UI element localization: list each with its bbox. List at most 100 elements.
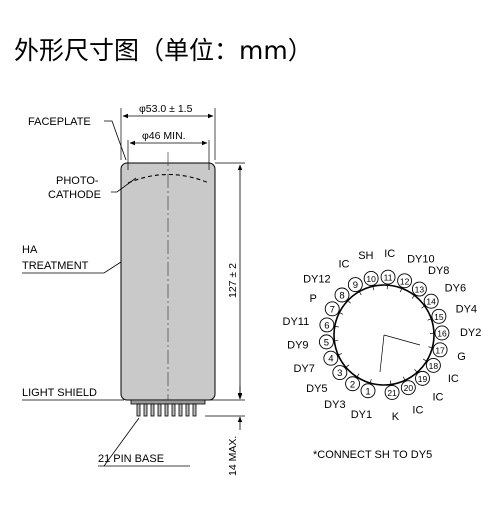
pin-number: 19 [418, 374, 428, 384]
pin-circle [411, 281, 427, 297]
pin-number: 15 [434, 312, 444, 322]
note-text: *CONNECT SH TO DY5 [313, 449, 432, 461]
pin-number: 10 [366, 274, 376, 284]
pin-label: DY1 [351, 409, 372, 421]
pin-lead [390, 380, 392, 386]
dim-diameter-label: φ53.0 ± 1.5 [139, 103, 193, 115]
pin-label: DY7 [293, 363, 314, 375]
base-pins [130, 399, 206, 417]
pin-label: DY9 [287, 340, 308, 352]
photocathode-arc [127, 173, 210, 184]
pin-number: 16 [437, 328, 447, 338]
pin-label: DY4 [456, 304, 477, 316]
pin-circle [332, 365, 348, 381]
ha-label-1: HA [22, 244, 38, 256]
pin-number: 9 [353, 280, 358, 291]
pin-number: 6 [324, 320, 329, 331]
pin-circle [347, 277, 363, 293]
pin-label: DY6 [445, 282, 466, 294]
pin-lead [427, 318, 433, 321]
pin-circle [380, 269, 396, 285]
pin-circle [323, 350, 339, 366]
pin-lead [372, 285, 375, 291]
pin-lead [338, 311, 344, 315]
pin-label: IC [384, 248, 395, 260]
pin-circle [397, 273, 413, 289]
pin-lead [402, 376, 406, 382]
pin-circle [400, 380, 416, 396]
pin-circle [324, 301, 340, 317]
pin-base-label: 21 PIN BASE [98, 453, 164, 465]
pin-lead [400, 287, 403, 293]
pin-lead [344, 364, 350, 369]
pin-label: K [392, 411, 400, 423]
pin-lead [337, 353, 342, 356]
photocathode-label-2: CATHODE [48, 189, 101, 201]
pin-number: 5 [324, 337, 329, 348]
pin-lead [369, 379, 372, 385]
pin-number: 14 [426, 297, 436, 307]
pin-label: SH [358, 250, 373, 262]
pin-label: IC [412, 404, 423, 416]
pin-label: DY11 [283, 316, 310, 328]
pin-label: P [309, 293, 316, 305]
pin-circle [425, 357, 441, 373]
pin-circle [318, 334, 334, 350]
dim-base-label: 14 MAX. [227, 436, 239, 476]
pin-label: DY8 [428, 265, 449, 277]
pin-circle [432, 342, 448, 358]
pin-number: 3 [337, 368, 342, 379]
pin-label: IC [432, 391, 443, 403]
pin-number: 12 [400, 276, 410, 286]
pin-number: 21 [387, 388, 397, 398]
pin-number: 11 [384, 273, 393, 283]
pin-lead [333, 325, 339, 328]
ha-label-2: TREATMENT [22, 260, 89, 272]
pin-circle [319, 317, 335, 333]
pin-number: 4 [328, 354, 333, 365]
pin-lead [356, 373, 360, 379]
pin-label: DY3 [324, 399, 345, 411]
pin-circle [431, 308, 447, 324]
pin-circle [434, 325, 450, 341]
dim-min-label: φ46 MIN. [142, 130, 186, 142]
pin-number: 17 [435, 345, 445, 355]
pin-number: 13 [415, 285, 425, 295]
pin-circle [334, 287, 350, 303]
pin-number: 7 [330, 304, 335, 315]
pin-number: 20 [404, 383, 414, 393]
photocathode-label-1: PHOTO- [56, 175, 99, 187]
light-shield-label: LIGHT SHIELD [22, 387, 97, 399]
pin-label: DY10 [407, 253, 435, 265]
pin-circle [423, 293, 439, 309]
pin-lead [414, 369, 419, 374]
pin-lead [346, 299, 351, 304]
pin-lead [411, 294, 416, 299]
pin-lead [422, 358, 428, 363]
pin-circle [360, 383, 376, 399]
pin-lead [428, 346, 434, 349]
pin-circle [363, 270, 379, 286]
pin-number: 1 [365, 386, 370, 397]
pin-label: DY2 [460, 327, 481, 339]
dim-height-label: 127 ± 2 [227, 263, 239, 298]
pin-lead [333, 340, 339, 342]
photocathode-leader [111, 177, 137, 193]
pin-lead [358, 290, 362, 296]
pin-number: 18 [429, 361, 439, 371]
pin-circle [384, 384, 400, 400]
pin-lead [421, 305, 426, 309]
pin-circle [345, 376, 361, 392]
ha-leader [22, 261, 122, 274]
faceplate-leader [104, 120, 127, 161]
faceplate-label: FACEPLATE [28, 116, 91, 128]
pin-label: DY5 [306, 383, 327, 395]
pin-label: DY12 [303, 273, 331, 285]
pin-label: G [457, 351, 466, 363]
pin-label: IC [448, 373, 459, 385]
pin-number: 8 [339, 291, 344, 302]
pin-circle [415, 370, 430, 386]
pin-label: IC [338, 259, 349, 271]
pin-number: 2 [350, 379, 355, 390]
